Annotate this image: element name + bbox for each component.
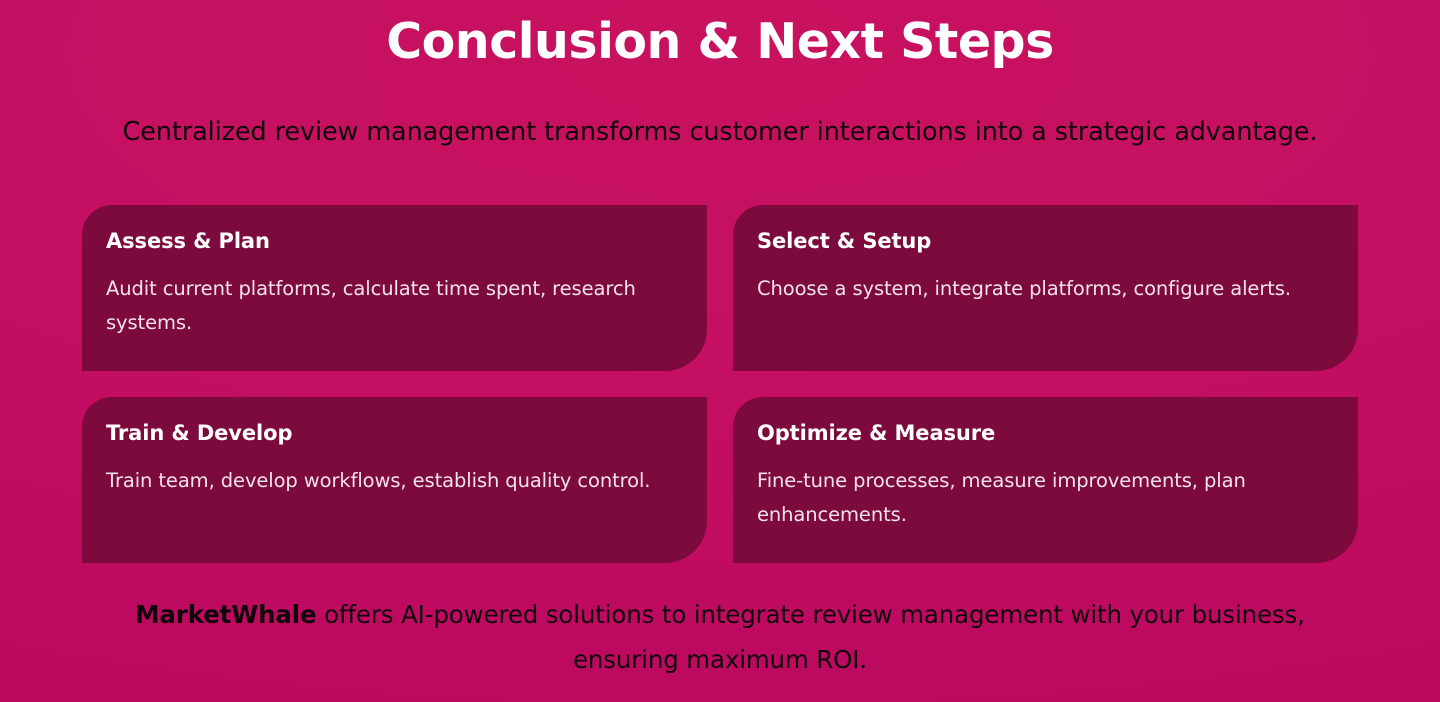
card-title: Optimize & Measure — [757, 421, 996, 445]
card-select-setup[interactable]: Select & Setup Choose a system, integrat… — [733, 205, 1358, 371]
card-description: Choose a system, integrate platforms, co… — [757, 277, 1291, 301]
slide-subtitle: Centralized review management transforms… — [122, 117, 1318, 148]
footer-callout: MarketWhale offers AI-powered solutions … — [0, 592, 1440, 683]
steps-card-grid: Assess & Plan Audit current platforms, c… — [82, 205, 1358, 563]
card-optimize-measure[interactable]: Optimize & Measure Fine-tune processes, … — [733, 397, 1358, 563]
card-title: Assess & Plan — [106, 229, 270, 253]
card-description: Audit current platforms, calculate time … — [106, 277, 636, 334]
card-title: Train & Develop — [106, 421, 293, 445]
card-description: Fine-tune processes, measure improvement… — [757, 469, 1246, 526]
card-title: Select & Setup — [757, 229, 932, 253]
card-assess-plan[interactable]: Assess & Plan Audit current platforms, c… — [82, 205, 707, 371]
card-train-develop[interactable]: Train & Develop Train team, develop work… — [82, 397, 707, 563]
brand-name: MarketWhale — [135, 600, 317, 629]
page-title: Conclusion & Next Steps — [386, 13, 1054, 70]
footer-text: offers AI-powered solutions to integrate… — [316, 600, 1305, 675]
card-description: Train team, develop workflows, establish… — [106, 469, 651, 493]
